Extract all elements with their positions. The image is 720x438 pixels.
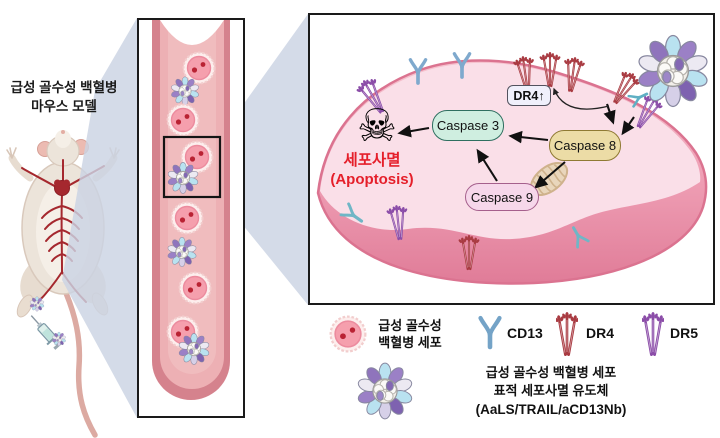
blood-vessel-drawing (152, 20, 230, 400)
pathway-arrows (397, 103, 635, 189)
legend-aml-cell-label: 급성 골수성 백혈병 세포 (366, 317, 454, 351)
arrow-nanoparticle-to-caspase8 (621, 116, 635, 136)
nanoparticle-inducer-icon (636, 34, 710, 108)
caspase3-label: Caspase 3 (432, 110, 504, 141)
legend-aml-cell-line2: 백혈병 세포 (378, 335, 442, 350)
aml-cell-icon (178, 271, 212, 305)
legend-inducer-line1: 급성 골수성 백혈병 세포 (485, 365, 617, 380)
legend-inducer-label: 급성 골수성 백혈병 세포 표적 세포사멸 유도체 (AaLS/TRAIL/aC… (445, 364, 657, 419)
skull-crossbones-icon: ☠ (356, 100, 398, 151)
legend-dr5-icon (642, 311, 664, 357)
arrow-caspase9-to-caspase3 (476, 148, 498, 182)
caspase8-label: Caspase 8 (549, 130, 621, 161)
mouse-model-title: 급성 골수성 백혈병 마우스 모델 (4, 79, 124, 117)
cell-drawing (316, 34, 710, 285)
mouse-tail (63, 290, 98, 438)
dr4-upregulated-label: DR4↑ (507, 85, 551, 106)
legend-nanoparticle-icon (356, 362, 414, 420)
apoptosis-pathway-panel: DR4↑ Caspase 3 Caspase 8 Caspase 9 ☠ 세포사… (308, 13, 715, 305)
apoptosis-label-korean: 세포사멸 (343, 152, 401, 169)
arrow-caspase8-to-caspase3 (508, 130, 549, 144)
legend-cd13-label: CD13 (507, 325, 543, 341)
legend-dr5-label: DR5 (670, 325, 699, 341)
arrow-caspase3-to-apoptosis (397, 124, 430, 138)
caspase9-label: Caspase 9 (465, 183, 539, 211)
legend-dr4-label: DR4 (586, 325, 615, 341)
aml-cell-icon (170, 201, 204, 235)
legend-dr4-icon (556, 311, 578, 357)
mouse-model-title-line1: 급성 골수성 백혈병 (10, 80, 118, 95)
zoom-highlight-square (162, 135, 222, 199)
aml-cell-icon (182, 51, 216, 85)
mouse-model-title-line2: 마우스 모델 (31, 98, 97, 114)
apoptosis-label-english: (Apoptosis) (330, 171, 414, 188)
arrow-dr4-upregulation (552, 87, 610, 110)
legend-cd13-icon (478, 314, 502, 350)
arrow-caspase8-to-mitochondria (533, 161, 566, 189)
legend-aml-cell-line1: 급성 골수성 (378, 318, 442, 333)
zoom-wedge-vessel-to-cell (220, 14, 308, 305)
aml-cell-icon (166, 103, 200, 137)
blood-vessel-panel (137, 18, 245, 418)
legend-inducer-line2: 표적 세포사멸 유도체 (493, 383, 609, 398)
apoptosis-label: 세포사멸 (Apoptosis) (310, 151, 434, 189)
legend-inducer-line3: (AaLS/TRAIL/aCD13Nb) (475, 402, 627, 417)
zoom-wedge-mouse-to-vessel (62, 18, 137, 418)
arrow-receptor-to-caspase8 (603, 103, 616, 125)
legend-aml-cell-icon (329, 315, 367, 353)
